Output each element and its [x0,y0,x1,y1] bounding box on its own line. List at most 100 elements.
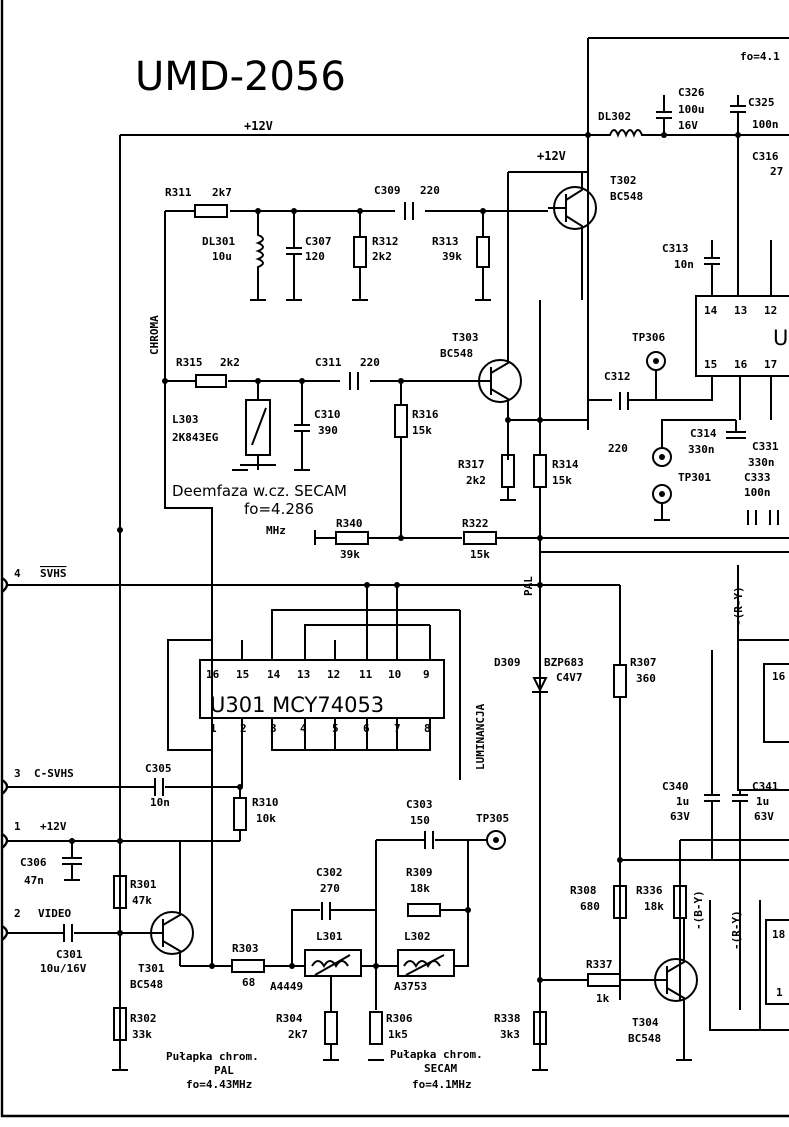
svg-text:13: 13 [734,304,747,317]
ic-u301-wiring [167,585,460,787]
C309-capacitor: C309 220 [374,184,440,220]
svg-text:R312: R312 [372,235,399,248]
L303-inductor: L303 2K843EG [172,381,276,470]
trap-secam-title: Pułapka chrom. [390,1048,483,1061]
svg-text:R311: R311 [165,186,192,199]
R340-resistor: R340 39k [335,517,369,561]
svg-text:R313: R313 [432,235,459,248]
svg-text:2k2: 2k2 [466,474,486,487]
svg-text:C310: C310 [314,408,341,421]
svg-text:C326: C326 [678,86,705,99]
svg-text:47k: 47k [132,894,152,907]
connector-4-svhs[interactable]: 4 SVHS [1,567,620,593]
connector-1-12v[interactable]: 1 +12V [1,820,180,849]
svg-text:L301: L301 [316,930,343,943]
svg-text:220: 220 [360,356,380,369]
wire-t301-emitter [180,750,232,967]
R322-resistor: R322 15k [462,517,497,561]
svg-text:BZP683: BZP683 [544,656,584,669]
svg-text:3k3: 3k3 [500,1028,520,1041]
svg-text:DL302: DL302 [598,110,631,123]
wire-t302-supply [507,171,588,360]
svg-text:L302: L302 [404,930,431,943]
svg-text:1k5: 1k5 [388,1028,408,1041]
R315-resistor: R315 2k2 [176,356,240,388]
R308-resistor: R308 680 [570,884,627,919]
DL302-inductor: DL302 [588,110,789,138]
wire-right-upper [737,565,789,791]
R311-resistor: R311 2k7 [165,186,232,218]
TP301-testpoint[interactable]: TP301 [652,419,736,520]
svg-text:1u: 1u [756,795,769,808]
svg-text:R322: R322 [462,517,489,530]
svg-text:T303: T303 [452,331,479,344]
svg-text:14: 14 [267,668,281,681]
L302-inductor: L302 A3753 [394,930,455,993]
svg-text:15k: 15k [470,548,490,561]
svg-text:4: 4 [300,722,307,735]
svg-text:10n: 10n [150,796,170,809]
svg-text:BC548: BC548 [610,190,643,203]
connector-3-csvhs[interactable]: 3 C-SVHS [1,767,240,795]
svg-text:8: 8 [424,722,431,735]
svg-text:10: 10 [388,668,401,681]
svg-text:VIDEO: VIDEO [38,907,71,920]
C302-capacitor: C302 270 [316,866,343,920]
svg-text:360: 360 [636,672,656,685]
C326-capacitor: C326 100u 16V [656,86,705,135]
svg-text:68: 68 [242,976,255,989]
svg-text:2: 2 [240,722,247,735]
C301-capacitor: C301 10u/16V [40,924,87,975]
svg-text:C340: C340 [662,780,689,793]
svg-text:15: 15 [236,668,249,681]
T304-transistor: T304 BC548 [628,918,698,1060]
svg-text:R301: R301 [130,878,157,891]
svg-text:4: 4 [14,567,21,580]
svg-text:10u/16V: 10u/16V [40,962,87,975]
R317-resistor: R317 2k2 [458,420,515,500]
deemfaza-fo: fo=4.286 [244,500,314,518]
svg-text:C313: C313 [662,242,689,255]
C314-capacitor: C314 330n [688,420,746,456]
R316-resistor: R316 15k [394,381,439,540]
svg-text:1: 1 [776,986,783,999]
svg-text:10k: 10k [256,812,276,825]
svg-text:330n: 330n [688,443,715,456]
svg-text:220: 220 [608,442,628,455]
svg-text:17: 17 [764,358,777,371]
svg-text:C307: C307 [305,235,332,248]
ic2-block: 14 13 12 15 16 17 U [695,295,789,377]
R301-resistor: R301 47k [113,875,157,909]
wire-trap-network [291,839,488,1010]
svg-text:R302: R302 [130,1012,157,1025]
TP305-testpoint[interactable]: TP305 [476,812,509,850]
svg-text:18k: 18k [410,882,430,895]
svg-text:R304: R304 [276,1012,303,1025]
svg-text:47n: 47n [24,874,44,887]
cap-symbols-row [747,510,779,525]
svg-text:1k: 1k [596,992,610,1005]
svg-text:12: 12 [327,668,340,681]
svg-text:R314: R314 [552,458,579,471]
R307-resistor: R307 360 [613,585,657,1000]
C340-capacitor: C340 1u 63V [662,650,720,860]
svg-text:C306: C306 [20,856,47,869]
deemfaza-label: Deemfaza w.cz. SECAM [172,482,347,500]
svg-text:3: 3 [270,722,277,735]
svg-text:15k: 15k [552,474,572,487]
trap-pal-fo: fo=4.43MHz [186,1078,252,1091]
svg-text:R315: R315 [176,356,203,369]
L301-inductor: L301 A4449 [270,930,362,993]
C303-capacitor: C303 150 [406,798,434,849]
svg-text:680: 680 [580,900,600,913]
TP306-testpoint[interactable]: TP306 [632,331,666,400]
title: UMD-2056 [135,54,346,100]
C331-label: C331 [752,440,779,453]
svg-text:14: 14 [704,304,718,317]
svg-text:TP306: TP306 [632,331,665,344]
ic-u301: U301 MCY74053 16 15 14 13 12 11 10 9 1 2… [199,659,445,735]
C316-value: 27 [770,165,783,178]
svg-text:D309: D309 [494,656,521,669]
connector-2-video[interactable]: 2 VIDEO [1,907,150,941]
